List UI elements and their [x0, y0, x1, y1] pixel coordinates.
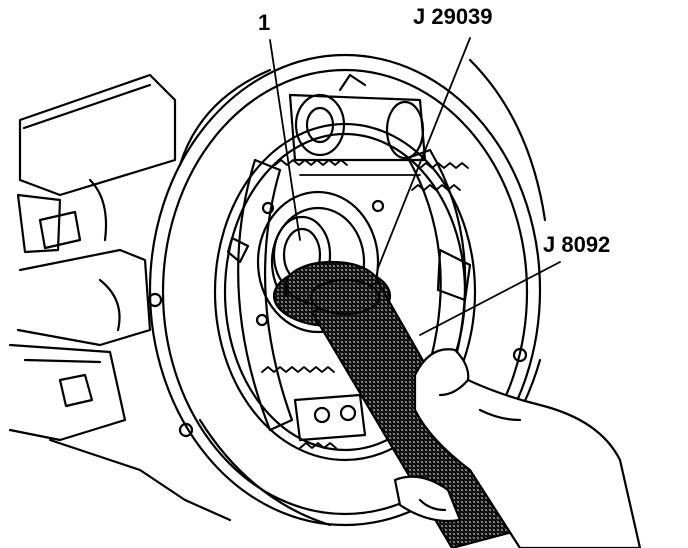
adjuster-hardware: [226, 236, 472, 442]
wheel-cylinder: [288, 73, 427, 162]
callout-1-label: 1: [258, 10, 271, 35]
return-springs: [261, 159, 469, 449]
leader-line-1: [269, 39, 301, 241]
callout-j8092-label: J 8092: [543, 232, 611, 257]
axle-housing: [8, 73, 232, 522]
leader-line-j29039: [377, 37, 471, 269]
leader-lines: [269, 37, 561, 336]
hand: [393, 348, 642, 548]
leader-line-j8092: [419, 261, 561, 336]
callout-j29039-label: J 29039: [413, 4, 493, 29]
